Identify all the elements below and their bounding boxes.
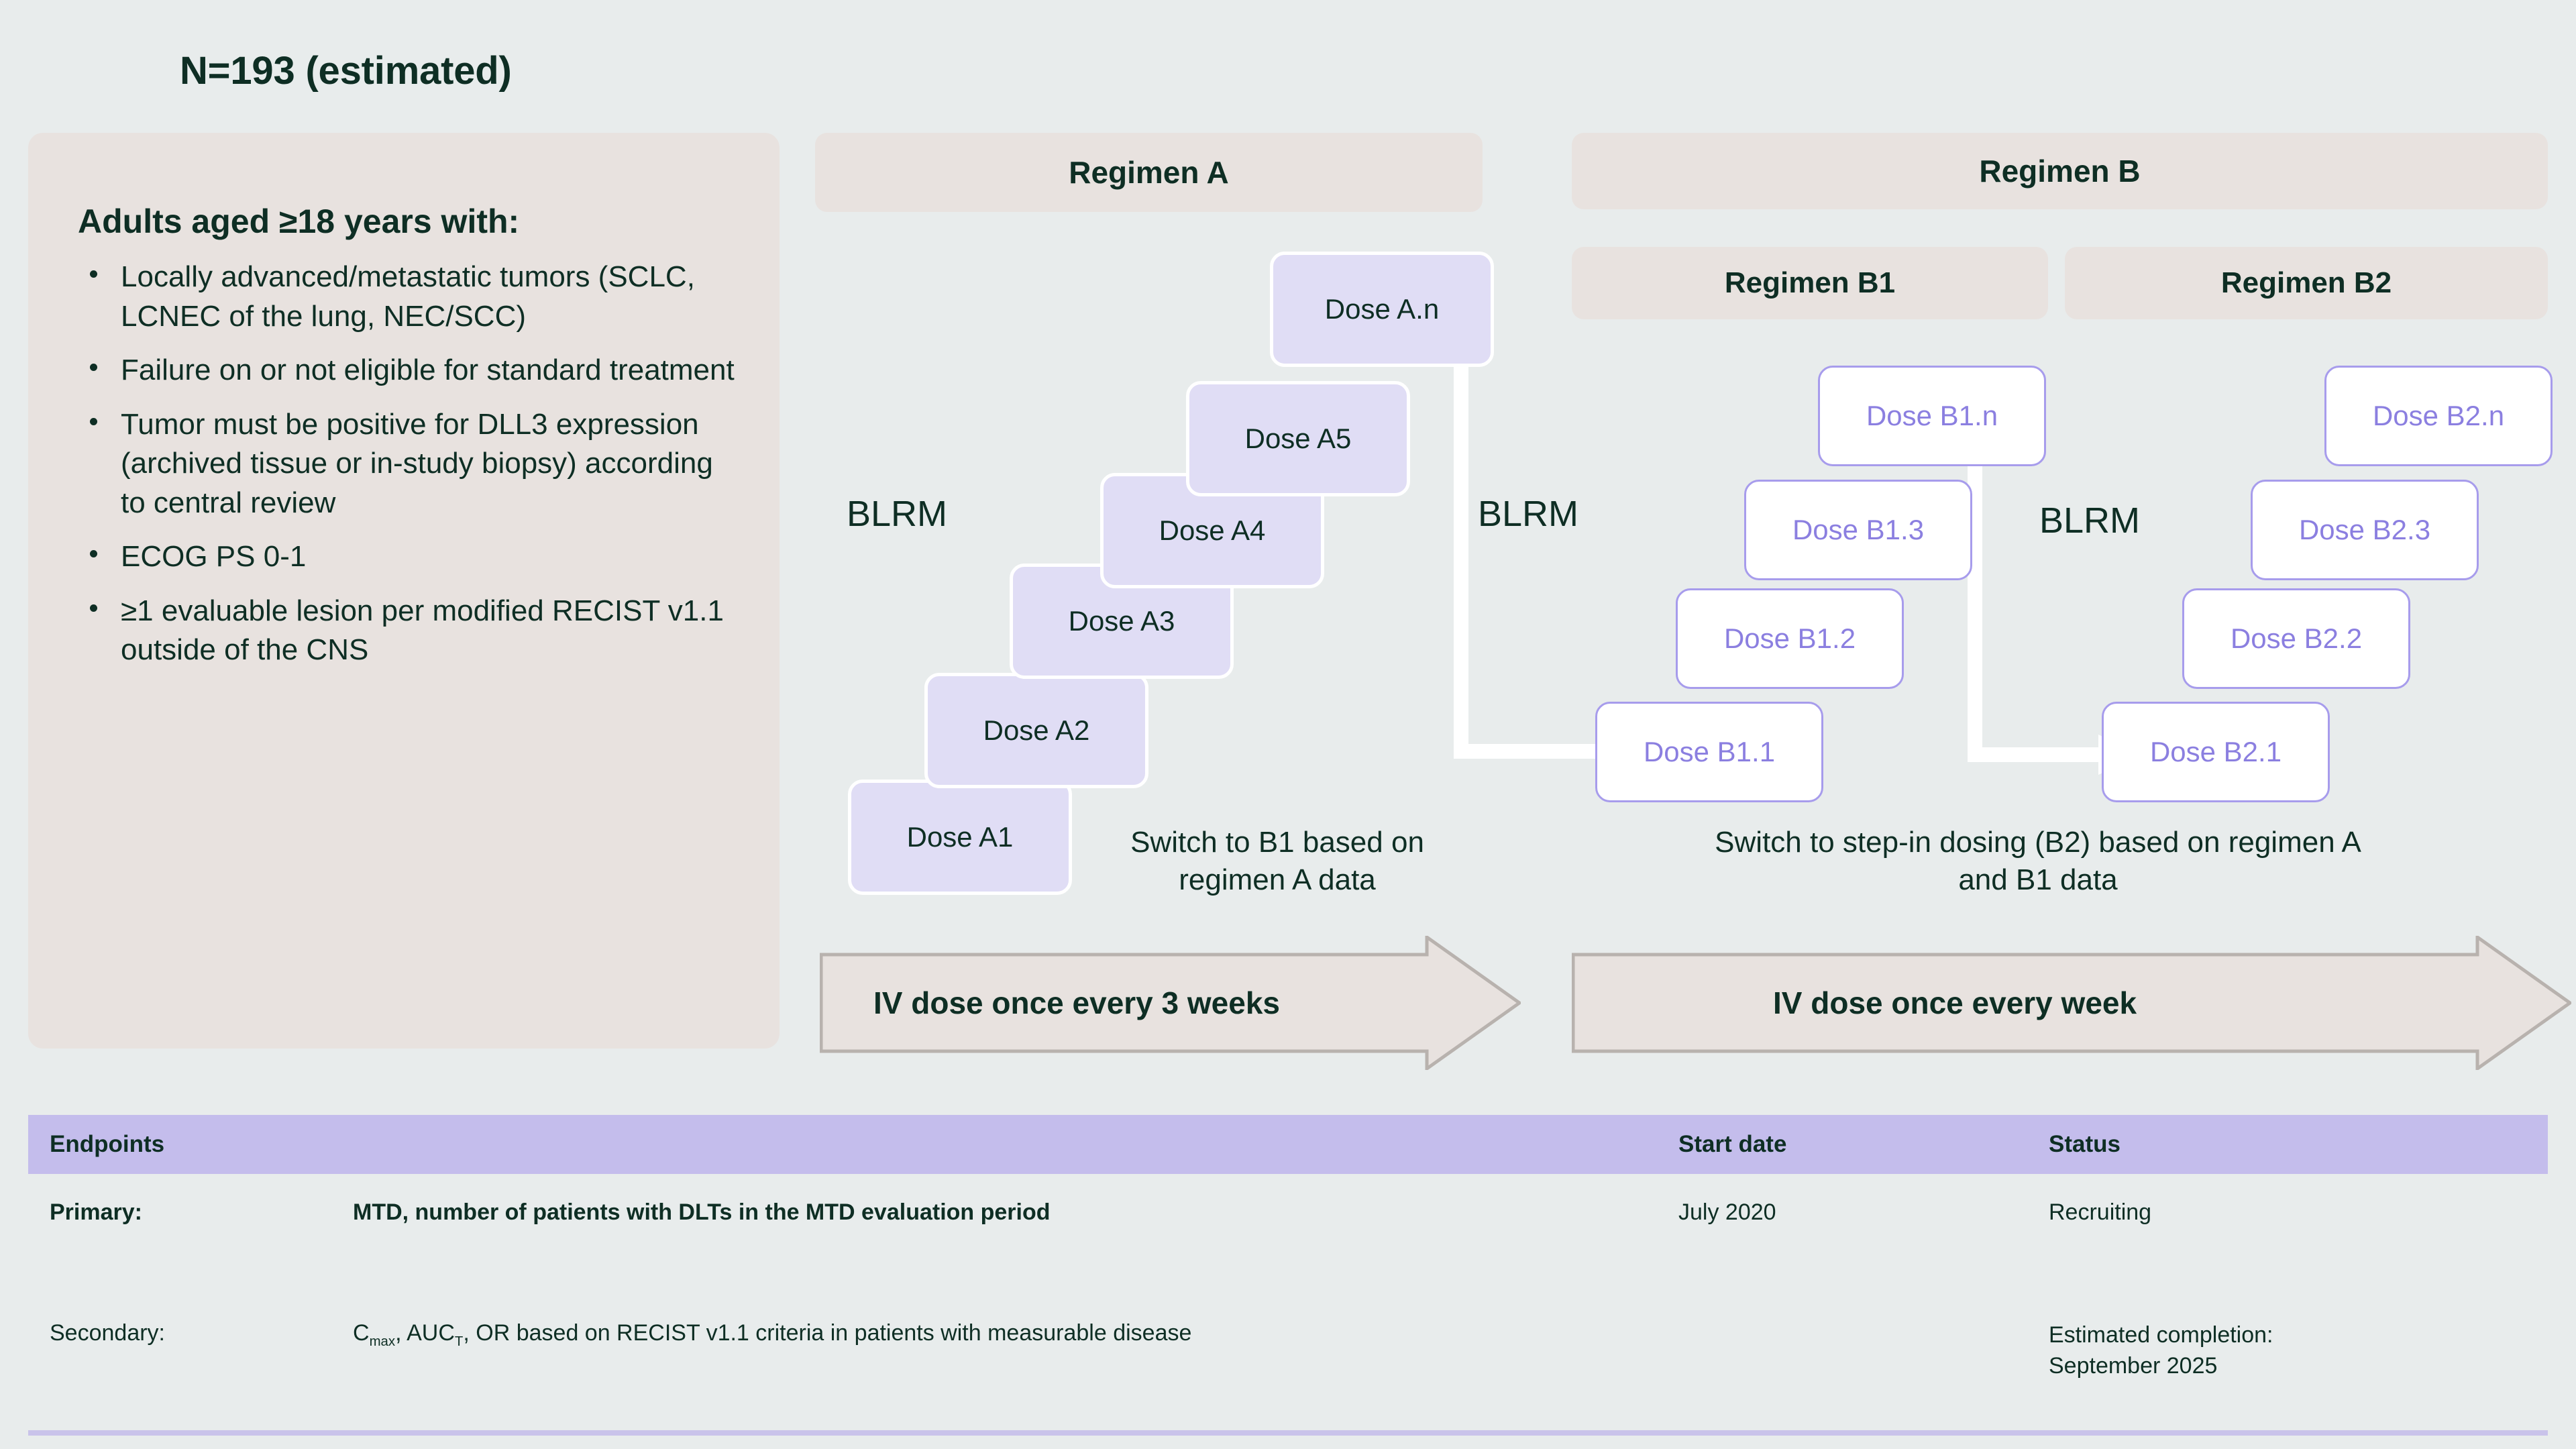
row-label-secondary: Secondary:	[50, 1320, 165, 1346]
status-line-1: Estimated completion:	[2049, 1322, 2273, 1348]
row-label-primary: Primary:	[50, 1199, 142, 1225]
iv-dose-label-a: IV dose once every 3 weeks	[873, 985, 1281, 1020]
column-header-status: Status	[2049, 1131, 2121, 1157]
dose-box-b1-3[interactable]: Dose B1.3	[1744, 480, 1972, 580]
dose-box-a2[interactable]: Dose A2	[924, 673, 1148, 788]
arrow-shape-icon	[1571, 934, 2573, 1072]
endpoints-table: Endpoints Start date Status Primary: MTD…	[28, 1115, 2548, 1436]
regimen-b2-header: Regimen B2	[2065, 247, 2548, 319]
row-status-secondary: Estimated completion: September 2025	[2049, 1320, 2548, 1382]
bullet-icon	[90, 270, 97, 278]
page-title: N=193 (estimated)	[180, 49, 512, 93]
dose-box-an[interactable]: Dose A.n	[1270, 252, 1494, 367]
dose-box-b2-1[interactable]: Dose B2.1	[2102, 702, 2330, 802]
dose-box-b1-1[interactable]: Dose B1.1	[1595, 702, 1823, 802]
row-status-primary: Recruiting	[2049, 1199, 2152, 1225]
eligibility-panel: Adults aged ≥18 years with: Locally adva…	[28, 133, 780, 1049]
table-row: Secondary: Cmax, AUCT, OR based on RECIS…	[28, 1301, 2548, 1428]
auc-subscript: T	[454, 1334, 464, 1349]
row-description-secondary: Cmax, AUCT, OR based on RECIST v1.1 crit…	[353, 1320, 1678, 1350]
eligibility-heading: Adults aged ≥18 years with:	[78, 203, 520, 240]
criteria-text: ECOG PS 0-1	[121, 540, 307, 574]
eligibility-criteria-list: Locally advanced/metastatic tumors (SCLC…	[78, 258, 742, 670]
criteria-text: Tumor must be positive for DLL3 expressi…	[121, 407, 713, 519]
criteria-text: Failure on or not eligible for standard …	[121, 354, 735, 387]
regimen-b1-header: Regimen B1	[1572, 247, 2048, 319]
bullet-icon	[90, 550, 97, 558]
table-header-row: Endpoints Start date Status	[28, 1115, 2548, 1174]
dose-box-b1-2[interactable]: Dose B1.2	[1676, 588, 1904, 689]
dose-box-b2-3[interactable]: Dose B2.3	[2251, 480, 2479, 580]
list-item: Locally advanced/metastatic tumors (SCLC…	[78, 258, 742, 336]
cmax-subscript: max	[369, 1334, 396, 1349]
list-item: ECOG PS 0-1	[78, 537, 742, 577]
dose-box-a1[interactable]: Dose A1	[848, 780, 1072, 895]
iv-dose-arrow-regimen-a: IV dose once every 3 weeks	[819, 934, 1523, 1072]
cmax-prefix: C	[353, 1320, 370, 1346]
criteria-text: Locally advanced/metastatic tumors (SCLC…	[121, 260, 695, 333]
dose-box-a5[interactable]: Dose A5	[1186, 381, 1410, 496]
list-item: ≥1 evaluable lesion per modified RECIST …	[78, 592, 742, 670]
switch-note-regimen-b1: Switch to B1 based on regimen A data	[1130, 826, 1424, 897]
column-header-start-date: Start date	[1678, 1131, 1787, 1157]
table-bottom-divider	[28, 1430, 2548, 1436]
bullet-icon	[90, 417, 97, 425]
regimen-a-header: Regimen A	[815, 133, 1483, 212]
auc-mid: , AUC	[395, 1320, 455, 1346]
list-item: Tumor must be positive for DLL3 expressi…	[78, 405, 742, 523]
dose-box-b2-2[interactable]: Dose B2.2	[2182, 588, 2410, 689]
column-header-endpoints: Endpoints	[50, 1131, 165, 1157]
iv-dose-arrow-regimen-b: IV dose once every week	[1571, 934, 2573, 1072]
row-description-primary: MTD, number of patients with DLTs in the…	[353, 1199, 1051, 1225]
table-row: Primary: MTD, number of patients with DL…	[28, 1174, 2548, 1301]
status-line-2: September 2025	[2049, 1352, 2218, 1379]
switch-note-regimen-b2: Switch to step-in dosing (B2) based on r…	[1715, 826, 2361, 897]
bullet-icon	[90, 364, 97, 372]
blrm-label-regimen-a: BLRM	[847, 494, 948, 534]
arrow-shape-icon	[819, 934, 1523, 1072]
description-suffix: , OR based on RECIST v1.1 criteria in pa…	[463, 1320, 1192, 1346]
blrm-label-regimen-b1: BLRM	[1478, 494, 1579, 534]
regimen-b-header: Regimen B	[1572, 133, 2548, 209]
list-item: Failure on or not eligible for standard …	[78, 351, 742, 390]
criteria-text: ≥1 evaluable lesion per modified RECIST …	[121, 594, 724, 667]
bullet-icon	[90, 604, 97, 612]
blrm-label-regimen-b2: BLRM	[2039, 500, 2141, 541]
dose-box-b1-n[interactable]: Dose B1.n	[1818, 366, 2046, 466]
dose-box-b2-n[interactable]: Dose B2.n	[2324, 366, 2553, 466]
iv-dose-label-b: IV dose once every week	[1773, 985, 2137, 1020]
row-start-date-primary: July 2020	[1678, 1199, 1776, 1225]
